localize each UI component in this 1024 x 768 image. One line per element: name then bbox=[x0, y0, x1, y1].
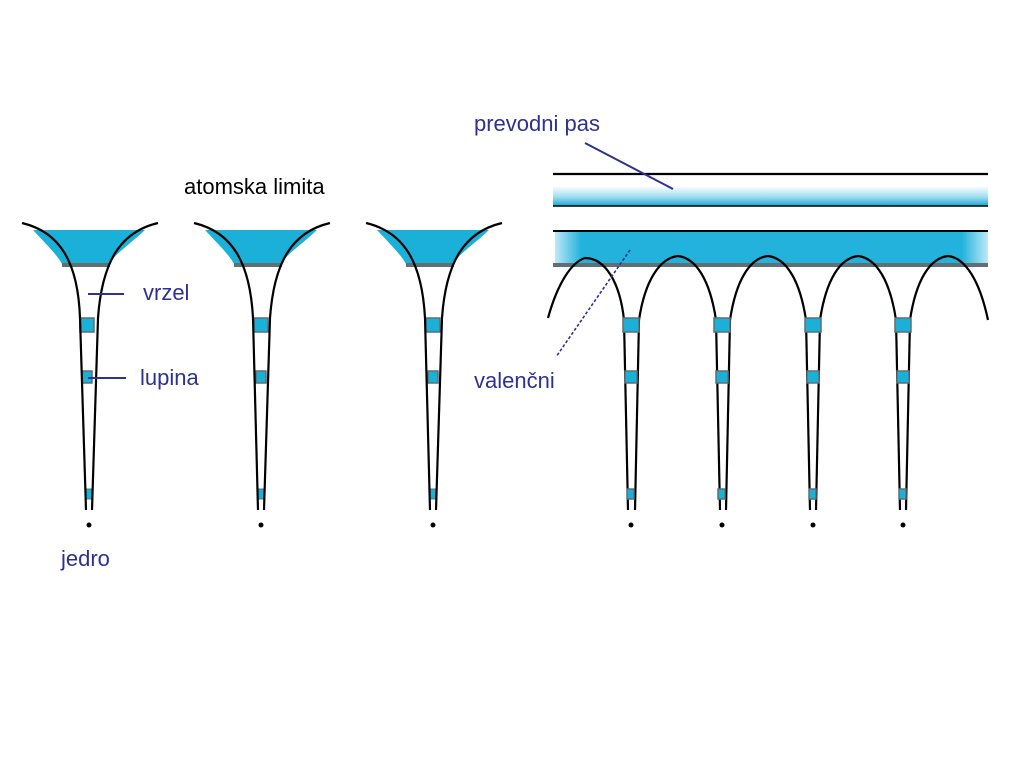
atom-band-fill bbox=[33, 230, 145, 264]
nucleus-dot bbox=[628, 522, 634, 528]
atom-shell-level bbox=[85, 488, 93, 500]
atom-shell-level bbox=[427, 370, 439, 384]
potential-well-right bbox=[262, 221, 331, 511]
conduction-band bbox=[553, 172, 988, 207]
atom-shell-level bbox=[255, 370, 267, 384]
crystal-well-edge-left bbox=[546, 256, 630, 511]
crystal-wells bbox=[546, 254, 990, 511]
nucleus-dot bbox=[900, 522, 906, 528]
atom-band-fill bbox=[205, 230, 317, 264]
nucleus-dot bbox=[719, 522, 725, 528]
leader-line-valence bbox=[555, 249, 631, 358]
atom-shell-level bbox=[253, 317, 269, 333]
label-conduction-band: prevodni pas bbox=[474, 111, 600, 136]
label-nucleus: jedro bbox=[60, 546, 110, 571]
nucleus-dot bbox=[258, 522, 264, 528]
nucleus-dot bbox=[430, 522, 436, 528]
crystal-well bbox=[633, 254, 722, 511]
crystal-shell-levels bbox=[622, 317, 912, 500]
atom-shell-level bbox=[429, 488, 437, 500]
leader-lines bbox=[88, 142, 674, 379]
crystal-nuclei bbox=[628, 522, 906, 528]
crystal-well-edge-right bbox=[904, 254, 990, 511]
label-valence: valenčni bbox=[474, 368, 555, 393]
atom-shell-level bbox=[425, 317, 441, 333]
crystal-well bbox=[724, 254, 812, 511]
label-gap: vrzel bbox=[143, 280, 189, 305]
label-shell: lupina bbox=[140, 365, 199, 390]
potential-well-right bbox=[90, 221, 159, 511]
potential-well-left bbox=[193, 221, 260, 511]
potential-well-left bbox=[21, 221, 88, 511]
valence-band bbox=[553, 230, 988, 267]
nucleus-dot bbox=[86, 522, 92, 528]
isolated-atom-3 bbox=[365, 221, 503, 528]
potential-well-left bbox=[365, 221, 432, 511]
atom-band-fill bbox=[377, 230, 489, 264]
potential-well-right bbox=[434, 221, 503, 511]
nucleus-dot bbox=[810, 522, 816, 528]
isolated-atom-1 bbox=[21, 221, 159, 528]
isolated-atom-2 bbox=[193, 221, 331, 528]
crystal-well bbox=[814, 254, 902, 511]
isolated-atoms bbox=[21, 221, 503, 528]
leader-line-conduction bbox=[584, 142, 674, 190]
atom-shell-level bbox=[257, 488, 265, 500]
label-atomic-limit: atomska limita bbox=[184, 174, 325, 199]
atom-shell-level bbox=[79, 317, 95, 333]
crystal-bands bbox=[546, 172, 990, 528]
